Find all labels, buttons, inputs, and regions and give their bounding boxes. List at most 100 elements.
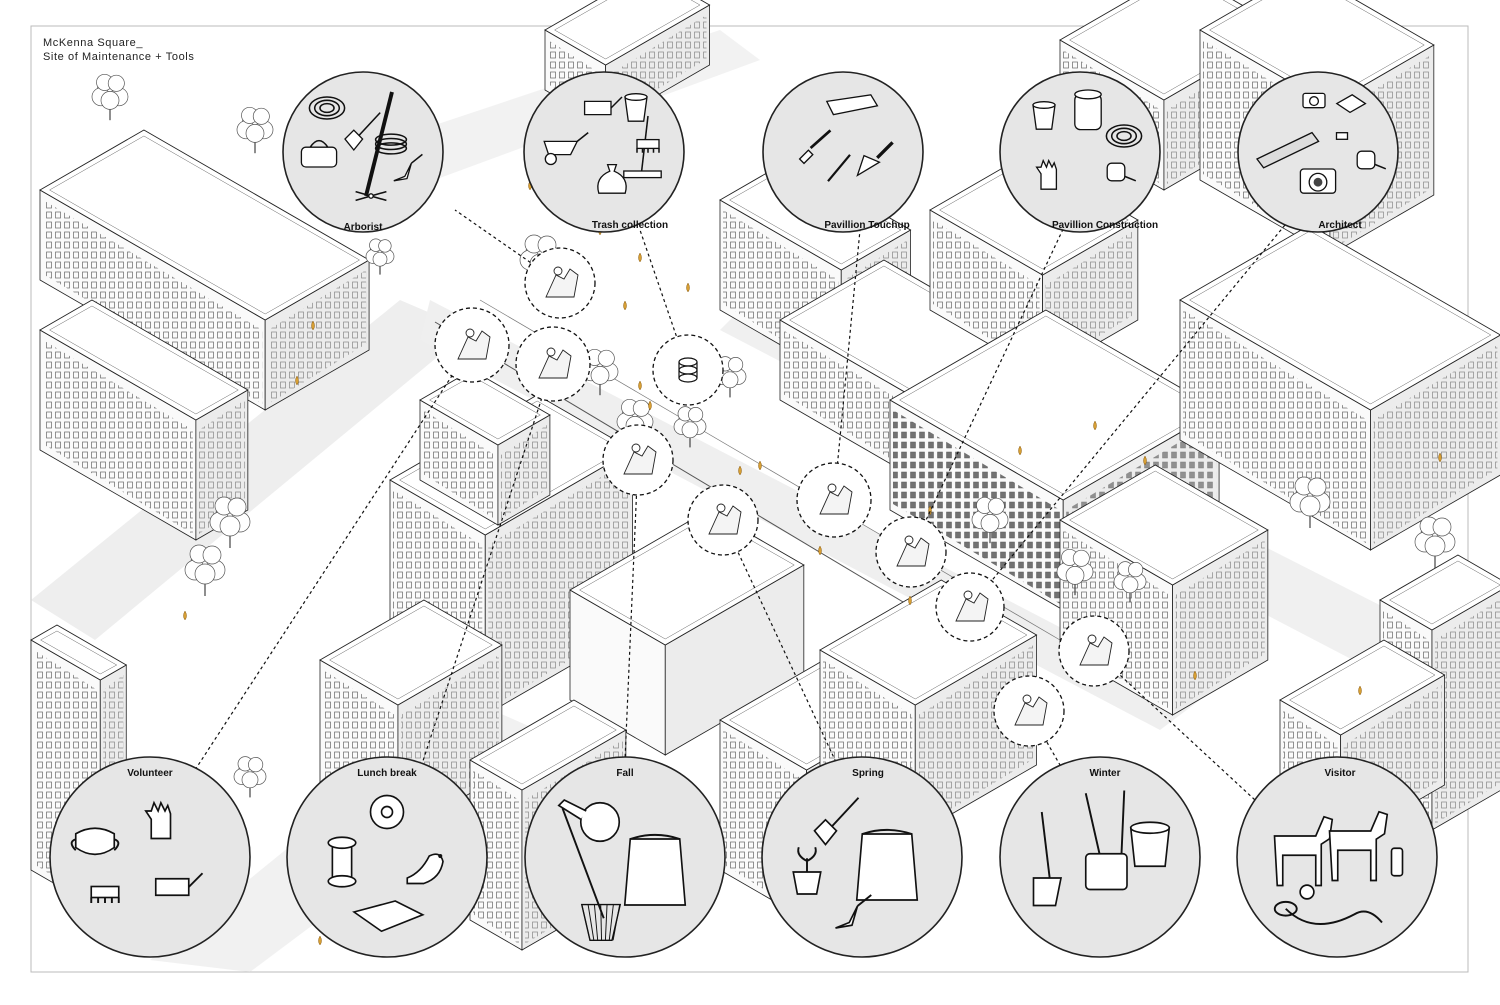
vignette-bottom-volunteer: Volunteer	[49, 756, 251, 958]
building-roof	[1379, 554, 1500, 631]
vignette-circle	[524, 756, 726, 958]
site-spot	[652, 334, 724, 406]
scraper-icon	[856, 141, 894, 177]
vignette-tools	[70, 800, 204, 903]
tree-icon	[209, 496, 251, 548]
roof-parapet	[329, 605, 493, 700]
building-windows	[43, 200, 263, 404]
bucket-icon	[624, 93, 648, 122]
leader-line	[910, 224, 1066, 553]
hose-icon	[1105, 124, 1143, 148]
vignette-bottom-lunch-break: Lunch break	[286, 756, 488, 958]
pen-icon	[827, 154, 851, 182]
vignette-tools	[327, 794, 444, 933]
roof-parapet	[554, 0, 701, 60]
food-bag-icon	[352, 900, 425, 933]
brush-icon	[90, 885, 120, 903]
vignette-label: Winter	[1089, 768, 1120, 779]
vignette-label: Fall	[616, 768, 633, 779]
frame-icon	[896, 535, 930, 567]
building-windows	[423, 410, 495, 519]
hose-icon	[308, 96, 346, 120]
tree-icon	[1289, 476, 1331, 528]
leader-line	[969, 224, 1286, 608]
paint-brush-icon	[798, 129, 832, 165]
vignette-label: Visitor	[1325, 768, 1356, 779]
roof-parapet	[579, 515, 795, 640]
building-roof	[544, 0, 711, 66]
roof-parapet	[429, 375, 541, 440]
vignette-label: Volunteer	[127, 768, 172, 779]
leaf-blower-icon	[557, 798, 621, 843]
planters-icon	[708, 503, 742, 535]
building-windows	[1175, 540, 1265, 709]
brush-icon	[636, 138, 660, 153]
vignette-circle	[1237, 71, 1399, 233]
rake-icon	[561, 807, 622, 941]
location-marker-icon	[1193, 670, 1197, 681]
location-marker-icon	[818, 545, 822, 556]
vignette-circle	[286, 756, 488, 958]
vignette-label: Lunch break	[357, 768, 417, 779]
potted-plant-icon	[792, 846, 822, 895]
drawing-title: McKenna Square_ Site of Maintenance + To…	[43, 36, 194, 64]
dustpan-icon	[583, 96, 623, 116]
tree-icon	[184, 544, 226, 596]
roof-parapet	[1389, 560, 1500, 625]
roof-parapet	[40, 630, 118, 675]
site-spot	[1058, 615, 1130, 687]
vignette-tools	[1273, 810, 1404, 925]
vignette-tools	[798, 94, 894, 182]
donut-icon	[369, 794, 405, 830]
vignette-bottom-spring: Spring	[761, 756, 963, 958]
trowel-icon	[835, 894, 872, 929]
building-roof	[419, 369, 551, 446]
vignette-tools	[557, 798, 687, 941]
face-mask-icon	[70, 827, 120, 856]
building-left-large	[39, 129, 370, 411]
roof-parapet	[1289, 645, 1436, 730]
location-marker-icon	[738, 465, 742, 476]
site-spot-circles-layer	[434, 247, 1130, 747]
stairs-icon	[955, 590, 989, 622]
building-windows	[1434, 599, 1500, 824]
roof-parapet	[49, 305, 239, 415]
vignette-tools	[300, 91, 423, 202]
bird-feeder-icon	[327, 836, 357, 888]
vignette-label: Arborist	[344, 222, 384, 233]
location-marker-icon	[1093, 420, 1097, 431]
roof-parapet	[939, 160, 1129, 270]
leash-icon	[1273, 900, 1383, 925]
vignette-label: Pavillion Construction	[1052, 220, 1158, 231]
building-windows	[268, 270, 367, 404]
street-left	[31, 300, 470, 640]
vignette-tools	[543, 93, 662, 194]
pole-saw-icon	[364, 91, 394, 197]
worker-icon	[623, 443, 657, 475]
vignette-label: Spring	[852, 768, 884, 779]
dustpan-icon	[154, 872, 204, 897]
location-marker-icon	[758, 460, 762, 471]
location-marker-icon	[648, 400, 652, 411]
title-line-2: Site of Maintenance + Tools	[43, 51, 195, 63]
building-center-small	[419, 369, 551, 526]
vignette-label: Trash collection	[592, 220, 668, 231]
vignette-tools	[1032, 89, 1143, 190]
site-spot	[875, 516, 947, 588]
roof-parapet	[49, 135, 360, 315]
building-roof	[1179, 224, 1500, 411]
soil-bag-icon	[855, 828, 919, 901]
tree-icon	[673, 406, 707, 448]
dog-icon	[1328, 810, 1389, 882]
tree-icon	[236, 106, 274, 154]
building-roof	[39, 299, 249, 421]
location-marker-icon	[638, 380, 642, 391]
trash-bag-icon	[597, 163, 627, 194]
dogs-icon	[1079, 634, 1113, 666]
bucket-icon	[1032, 101, 1056, 130]
gloves-icon	[1035, 158, 1058, 190]
tree-icon	[1056, 548, 1094, 596]
location-marker-icon	[686, 282, 690, 293]
